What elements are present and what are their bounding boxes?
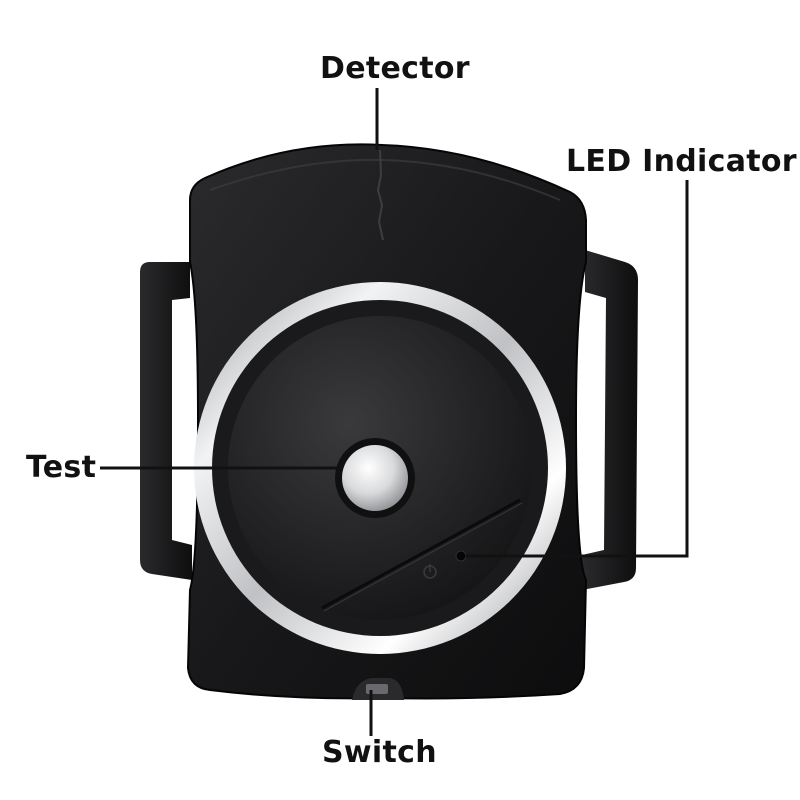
test-button[interactable] — [335, 438, 415, 518]
power-icon — [423, 564, 437, 579]
test-label: Test — [26, 450, 97, 485]
led-indicator-label: LED Indicator — [566, 144, 797, 179]
left-strap-loop — [140, 262, 192, 580]
right-strap-loop — [582, 250, 638, 590]
switch-label: Switch — [322, 735, 437, 770]
led-indicator — [455, 550, 467, 562]
detector-slit — [376, 149, 384, 241]
switch-slider[interactable] — [352, 678, 404, 700]
leader-lines — [100, 88, 689, 736]
detector-label: Detector — [320, 51, 470, 86]
led-indicator-leader-line — [466, 180, 689, 558]
